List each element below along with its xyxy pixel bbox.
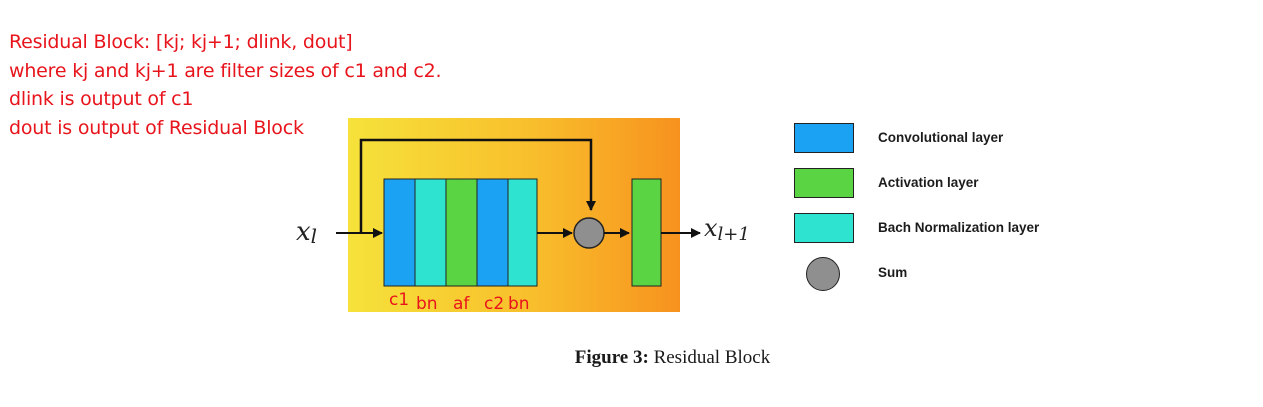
sum-node (573, 217, 605, 249)
legend-label-bn: Bach Normalization layer (878, 220, 1040, 235)
layer-label-bn-2: bn (508, 294, 530, 314)
conv-swatch (794, 123, 854, 153)
figure-caption: Figure 3: Residual Block (0, 347, 1263, 369)
layer-label-c2: c2 (484, 294, 504, 314)
annotation-text: Residual Block: [kj; kj+1; dlink, dout] … (9, 28, 442, 142)
legend-item-conv: Convolutional layer (794, 123, 1003, 153)
conv-layer-c1 (383, 178, 416, 287)
output-activation-layer (631, 178, 662, 287)
layer-label-bn-1: bn (416, 294, 438, 314)
legend-item-activation: Activation layer (794, 168, 979, 198)
layer-label-c1: c1 (389, 290, 409, 310)
skip-connection-arrow (359, 138, 596, 233)
activation-layer (445, 178, 478, 287)
bn-layer-1 (414, 178, 447, 287)
input-label: xl (296, 217, 317, 248)
output-label: xl+1 (704, 214, 750, 245)
bn-swatch (794, 213, 854, 243)
annotation-line-3: dlink is output of c1 (9, 88, 194, 110)
legend-item-bn: Bach Normalization layer (794, 213, 1039, 243)
layer-label-af: af (453, 294, 470, 314)
legend-label-conv: Convolutional layer (878, 130, 1004, 145)
annotation-line-4: dout is output of Residual Block (9, 116, 304, 139)
legend-item-sum: Sum (806, 257, 907, 291)
annotation-line-2: where kj and kj+1 are filter sizes of c1… (9, 59, 442, 82)
activation-swatch (794, 168, 854, 198)
annotation-line-1: Residual Block: [kj; kj+1; dlink, dout] (9, 31, 353, 53)
conv-layer-c2 (476, 178, 509, 287)
caption-text: Residual Block (653, 347, 771, 368)
legend-label-activation: Activation layer (878, 175, 979, 190)
caption-prefix: Figure 3: (574, 347, 649, 368)
bn-layer-2 (507, 178, 538, 287)
legend-label-sum: Sum (878, 265, 908, 280)
sum-swatch (806, 257, 840, 291)
